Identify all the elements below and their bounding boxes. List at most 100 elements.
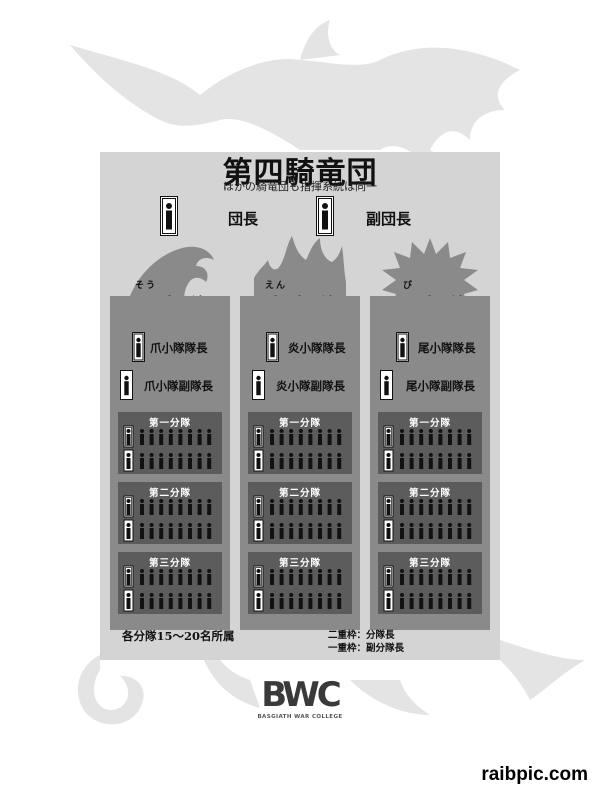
- unit-member-figure-head: [197, 499, 202, 503]
- unit-member-figure-body: [400, 434, 404, 445]
- unit-member-figure-head: [178, 453, 183, 457]
- unit-member-figure-head: [400, 523, 404, 527]
- unit-member-figure-body: [448, 458, 452, 469]
- unit-member-figure-head: [178, 523, 183, 527]
- unit-deputy-figure-head: [256, 523, 261, 527]
- unit-member-figure-head: [270, 569, 274, 573]
- unit-member-figure-head: [149, 523, 154, 527]
- unit-member-figure-body: [289, 458, 294, 469]
- unit-member-figure-body: [197, 598, 202, 609]
- unit-member-figure-body: [438, 504, 443, 515]
- unit-member-figure-body: [279, 574, 284, 585]
- squad-leader: 尾小隊隊長: [370, 330, 490, 366]
- unit-member-figure-head: [270, 523, 274, 527]
- unit-member-figure-body: [457, 528, 462, 539]
- unit-member-figure-body: [178, 504, 183, 515]
- unit-member-figure-head: [448, 453, 452, 457]
- unit-member-figure-head: [419, 453, 424, 457]
- unit-member-figures: [253, 425, 342, 472]
- unit-member-figure-body: [289, 598, 294, 609]
- unit-member-figure-head: [337, 429, 342, 433]
- unit-member-figure-head: [428, 569, 433, 573]
- unit-member-figure-body: [448, 598, 452, 609]
- unit-member-figure-head: [438, 569, 443, 573]
- unit-deputy-figure-body: [386, 528, 391, 539]
- unit-member-figure-head: [188, 569, 192, 573]
- unit-member-figure-body: [457, 504, 462, 515]
- unit-member-figure-head: [467, 453, 472, 457]
- unit-member-figure-body: [308, 598, 313, 609]
- unit-leader-figure-body: [256, 574, 261, 585]
- unit-box: 第一分隊: [378, 412, 482, 474]
- unit-member-figure-body: [428, 598, 433, 609]
- unit-member-figure-body: [327, 528, 332, 539]
- unit-label: 第一分隊: [148, 418, 191, 429]
- unit-member-figure-head: [149, 453, 154, 457]
- unit-member-figure-body: [168, 574, 173, 585]
- unit-member-figure-body: [188, 504, 192, 515]
- unit-member-figure-head: [409, 453, 414, 457]
- squad-deputy-label: 炎小隊副隊長: [276, 379, 345, 393]
- unit-member-figure-body: [337, 458, 342, 469]
- unit-member-figure-head: [279, 429, 284, 433]
- squad-deputy: 炎小隊副隊長: [240, 368, 360, 404]
- unit-member-figure-head: [178, 499, 183, 503]
- unit-member-figure-head: [457, 499, 462, 503]
- unit-member-figures: [383, 425, 472, 472]
- page-subtitle: ほかの騎竜団も指揮系統は同一: [223, 180, 377, 193]
- flame-emblem-icon: [254, 236, 346, 312]
- unit-deputy-figure-head: [126, 593, 131, 597]
- unit-member-figure-head: [279, 569, 284, 573]
- unit-member-figure-head: [207, 569, 212, 573]
- unit-member-figure-body: [409, 434, 414, 445]
- unit-member-figure-head: [438, 593, 443, 597]
- unit-member-figure-head: [159, 569, 164, 573]
- unit-member-figures: [123, 565, 212, 612]
- unit-member-figure-head: [327, 429, 332, 433]
- unit-member-figure-head: [438, 499, 443, 503]
- unit-leader-figure-head: [386, 499, 391, 503]
- unit-member-figure-body: [168, 528, 173, 539]
- squad-ruby: そう: [135, 281, 158, 291]
- unit-deputy-figure-body: [256, 458, 261, 469]
- unit-member-figure-body: [140, 598, 144, 609]
- unit-member-figure-head: [400, 429, 404, 433]
- unit-member-figure-head: [178, 429, 183, 433]
- unit-member-figure-head: [289, 499, 294, 503]
- unit-member-figure-body: [298, 528, 303, 539]
- unit-leader-figure-head: [126, 499, 131, 503]
- unit-leader-inner-frame: [385, 497, 392, 516]
- double-frame-person-icon: [132, 332, 145, 362]
- unit-member-figure-head: [140, 453, 144, 457]
- unit-member-figure-body: [197, 528, 202, 539]
- unit-member-figure-head: [457, 523, 462, 527]
- unit-member-figure-body: [467, 598, 472, 609]
- unit-member-figure-head: [188, 453, 192, 457]
- unit-member-figure-head: [279, 593, 284, 597]
- unit-member-figure-head: [318, 453, 322, 457]
- unit-member-figure-body: [419, 598, 424, 609]
- unit-deputy-figure-body: [126, 598, 131, 609]
- vice-commander-label: 副団長: [366, 210, 412, 228]
- unit-member-figure-head: [188, 429, 192, 433]
- unit-member-figure-head: [308, 453, 313, 457]
- unit-member-figure-head: [168, 523, 173, 527]
- squad-leader: 爪小隊隊長: [110, 330, 230, 366]
- vice-commander-block: 副団長: [316, 196, 456, 240]
- unit-member-figure-body: [448, 434, 452, 445]
- unit-member-figure-head: [457, 593, 462, 597]
- legend-double-frame: 二重枠：分隊長: [328, 630, 395, 641]
- unit-label: 第三分隊: [278, 558, 321, 569]
- unit-member-figure-body: [457, 598, 462, 609]
- unit-deputy-figure-body: [256, 528, 261, 539]
- unit-member-figure-head: [149, 569, 154, 573]
- commander-block: 団長: [160, 196, 290, 240]
- claw-emblem-icon: [130, 246, 214, 312]
- unit-member-figure-body: [159, 528, 164, 539]
- unit-member-figure-body: [308, 504, 313, 515]
- unit-member-figure-head: [318, 429, 322, 433]
- unit-member-figure-head: [409, 523, 414, 527]
- unit-leader-figure-body: [386, 574, 391, 585]
- unit-member-figure-head: [149, 593, 154, 597]
- unit-member-figure-head: [308, 429, 313, 433]
